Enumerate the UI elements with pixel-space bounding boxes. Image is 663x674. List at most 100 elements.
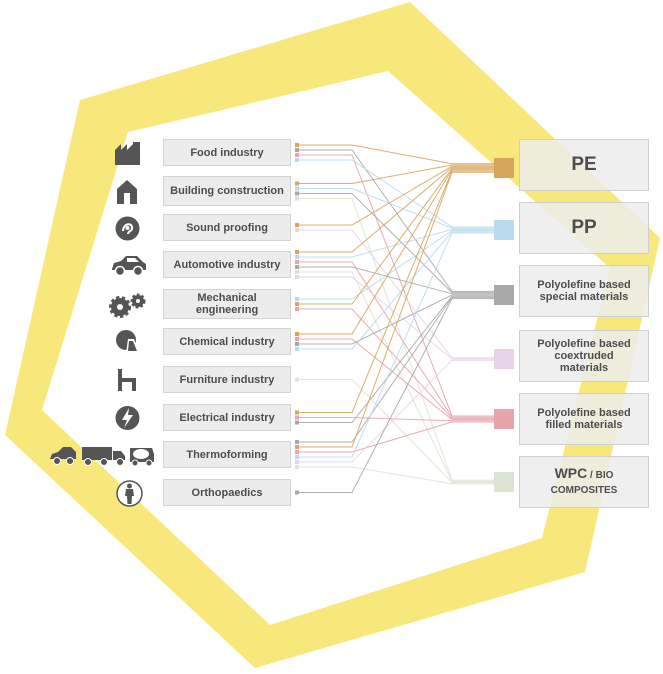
connection-line (297, 231, 494, 350)
house-icon (117, 180, 137, 204)
connection-line (297, 164, 494, 184)
connection-dot (295, 228, 299, 232)
connection-dot (295, 186, 299, 191)
gears-icon (109, 293, 146, 318)
body-icon (116, 480, 143, 507)
material-box: Polyolefine based coextruded materials (519, 330, 649, 382)
material-box: Polyolefine based filled materials (519, 393, 649, 445)
connection-dot (295, 490, 299, 495)
material-box: Polyolefine based special materials (519, 265, 649, 317)
connection-dot (295, 455, 299, 459)
flask-icon (116, 330, 139, 353)
connection-line (297, 338, 494, 421)
industry-box: Food industry (163, 139, 291, 166)
connection-dot (295, 460, 299, 464)
industry-box: Mechanical engineering (163, 289, 291, 319)
industry-box: Furniture industry (163, 366, 291, 393)
connection-dot (295, 270, 299, 274)
connection-line (297, 230, 494, 300)
industry-box: Orthopaedics (163, 479, 291, 506)
material-box: PE (519, 139, 649, 191)
connection-dot (295, 196, 299, 201)
connection-dot (295, 223, 299, 227)
connection-dot (295, 191, 299, 196)
connection-line (297, 359, 494, 463)
connection-line (297, 466, 494, 485)
connection-dot (295, 410, 299, 415)
connection-dot (295, 302, 299, 306)
connection-dot (295, 153, 299, 157)
connection-line (297, 171, 494, 448)
connection-line (297, 232, 494, 458)
connection-line (297, 169, 494, 335)
material-label: Polyolefine based filled materials (537, 407, 631, 431)
chair-icon (118, 369, 136, 391)
connection-dot (295, 342, 299, 346)
connection-dot (295, 332, 299, 336)
connection-dot (295, 440, 299, 444)
connection-dot (295, 415, 299, 420)
material-label: PP (571, 217, 597, 238)
connection-line (297, 165, 494, 226)
lightning-icon (115, 406, 140, 430)
material-label: WPC / BIO COMPOSITES (534, 465, 634, 497)
connection-dot (295, 260, 299, 264)
sound-icon (115, 216, 140, 241)
connection-line (297, 417, 494, 422)
connection-dot (295, 265, 299, 269)
industry-box: Sound proofing (163, 214, 291, 241)
connection-line (297, 295, 494, 423)
connection-line (297, 159, 494, 228)
connection-line (297, 276, 494, 360)
industry-box: Chemical industry (163, 328, 291, 355)
connection-dot (295, 255, 299, 259)
connection-line (297, 421, 494, 453)
material-label: Polyolefine based coextruded materials (537, 338, 631, 374)
connection-line (297, 154, 494, 417)
connection-line (297, 166, 494, 253)
connection-dot (295, 337, 299, 341)
material-color-swatch (494, 472, 514, 492)
connection-line (297, 266, 494, 295)
connection-line (297, 144, 494, 165)
connection-dot (295, 250, 299, 254)
connection-dot (295, 307, 299, 311)
connection-dot (295, 275, 299, 279)
connection-dot (295, 465, 299, 469)
connection-dot (295, 450, 299, 454)
connection-line (297, 168, 494, 305)
material-box: PP (519, 202, 649, 254)
connection-line (297, 170, 494, 413)
material-color-swatch (494, 409, 514, 429)
connection-line (297, 294, 494, 345)
connection-dot (295, 143, 299, 147)
material-main-label: WPC (554, 465, 588, 481)
connection-dot (295, 420, 299, 425)
connection-dot (295, 445, 299, 449)
connection-dot (295, 297, 299, 301)
connection-line (297, 296, 494, 443)
connection-dot (295, 181, 299, 186)
connection-line (297, 149, 494, 292)
car-icon (112, 256, 146, 277)
connection-line (297, 298, 494, 493)
industry-box: Electrical industry (163, 404, 291, 431)
connection-line (297, 308, 494, 419)
factory-icon (115, 142, 140, 165)
connection-line (297, 261, 494, 418)
connection-line (297, 228, 494, 258)
material-color-swatch (494, 220, 514, 240)
connection-line (297, 193, 494, 294)
connection-line (297, 188, 494, 229)
vehicles-icon (50, 447, 154, 467)
material-color-swatch (494, 285, 514, 305)
connection-line (297, 271, 494, 482)
connection-line (297, 229, 494, 359)
connection-dot (295, 148, 299, 152)
industry-box: Building construction (163, 176, 291, 206)
connection-dot (295, 377, 299, 382)
material-color-swatch (494, 158, 514, 178)
industry-box: Thermoforming (163, 441, 291, 468)
